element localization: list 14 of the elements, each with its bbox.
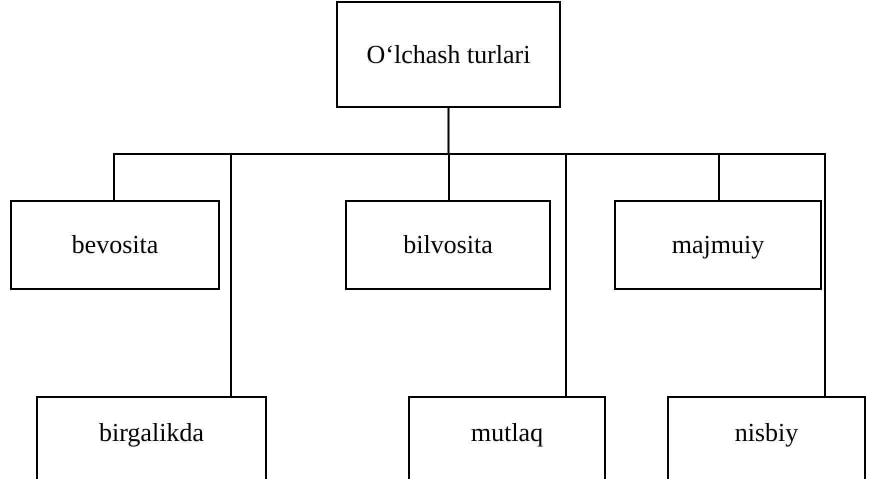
process-box: [36, 396, 267, 479]
process-box: [345, 200, 551, 290]
process-box: [336, 1, 561, 108]
box-label: O‘lchash turlari: [366, 38, 530, 70]
box-label: nisbiy: [734, 416, 798, 449]
box-label: bevosita: [72, 229, 158, 261]
process-box: [614, 200, 822, 290]
process-box: [10, 200, 220, 290]
process-box: [667, 396, 866, 479]
box-label: bilvosita: [403, 229, 493, 261]
process-box: [408, 396, 606, 479]
box-label: mutlaq: [470, 416, 544, 448]
box-label: majmuiy: [672, 229, 764, 261]
box-label: birgalikda: [99, 416, 204, 449]
